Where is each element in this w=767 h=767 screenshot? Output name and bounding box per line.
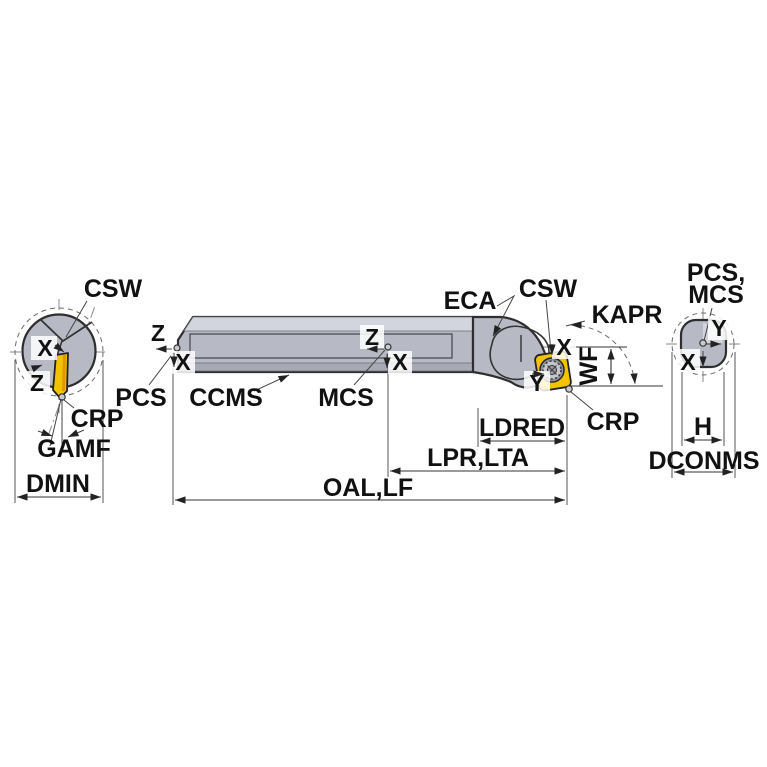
- label-oal-lf: OAL,LF: [323, 474, 413, 502]
- csw-leader-left: [65, 300, 88, 338]
- z-axis-arrow: [30, 364, 43, 373]
- label-ccms: CCMS: [189, 384, 263, 412]
- x-mid-box: [388, 351, 412, 374]
- center-point: [699, 339, 707, 347]
- axis-label-x-end: X: [680, 349, 696, 375]
- mcs-leader: [353, 349, 386, 386]
- pcs-leader: [148, 351, 175, 386]
- shank-cross-section-view: Y X PCS, MCS H DCONMS: [648, 259, 760, 478]
- axis-label-x-mid: X: [392, 349, 408, 375]
- left-end-section-view: X Z CSW CRP GAMF DMIN: [10, 275, 143, 503]
- gamf-arrow-right: [67, 429, 85, 438]
- crp-point: [565, 385, 573, 393]
- main-side-view: Z X Z X X Y PCS CCMS MCS ECA CSW KAPR WF…: [115, 275, 663, 505]
- axis-label-y-end: Y: [711, 315, 726, 341]
- z-label-box: [24, 371, 50, 395]
- mcs-point: [384, 343, 392, 351]
- ccms-leader: [253, 374, 290, 392]
- label-crp: CRP: [587, 408, 640, 436]
- label-csw: CSW: [519, 275, 578, 303]
- label-dmin: DMIN: [26, 470, 90, 498]
- axis-label-x-left: X: [175, 349, 191, 375]
- label-eca: ECA: [444, 287, 497, 315]
- axis-label-y-insert: Y: [529, 370, 544, 396]
- eca-leader: [492, 294, 516, 337]
- shank-top-bevel: [183, 316, 474, 332]
- label-gamf: GAMF: [37, 435, 111, 463]
- label-lpr-lta: LPR,LTA: [427, 444, 529, 472]
- label-csw-left: CSW: [84, 275, 143, 303]
- x-label-box: [31, 336, 57, 360]
- label-wf: WF: [575, 347, 603, 386]
- dconms-circle: [671, 312, 735, 376]
- crp-leader: [570, 391, 594, 411]
- kapr-angle-arc: [570, 321, 638, 385]
- label-pcs-mcs-line1: PCS,: [687, 259, 745, 287]
- label-crp-left: CRP: [71, 405, 124, 433]
- label-ldred: LDRED: [479, 414, 565, 442]
- dmin-bore-circle: [14, 307, 104, 397]
- label-dconms: DCONMS: [648, 447, 759, 475]
- crp-leader-left: [63, 399, 75, 409]
- label-pcs: PCS: [115, 384, 166, 412]
- clamping-surface-outline: [189, 333, 453, 359]
- z-left-box: [146, 320, 170, 344]
- axis-label-z-mid: Z: [365, 324, 379, 350]
- x-end-box: [676, 349, 700, 373]
- axis-label-z-left: Z: [151, 320, 165, 346]
- pocket-lines: [40, 319, 93, 343]
- label-kapr: KAPR: [592, 301, 663, 329]
- label-pcs-mcs-line2: MCS: [688, 281, 744, 309]
- shank-bottom-bevel: [177, 362, 474, 372]
- axis-label-x-insert: X: [556, 334, 572, 360]
- axis-label-z-left-view: Z: [30, 370, 44, 396]
- x-axis-arrow: [53, 342, 65, 353]
- csw-leader: [545, 299, 552, 353]
- z-mid-box: [360, 325, 384, 349]
- axis-label-x-left-view: X: [37, 335, 53, 361]
- label-h: H: [694, 413, 712, 441]
- gamf-arrow-left: [37, 429, 53, 437]
- label-mcs: MCS: [318, 384, 374, 412]
- gamf-angle-line: [49, 398, 62, 447]
- x-insert-box: [552, 336, 576, 359]
- y-end-box: [708, 316, 731, 340]
- insert-shade-edge: [62, 354, 66, 392]
